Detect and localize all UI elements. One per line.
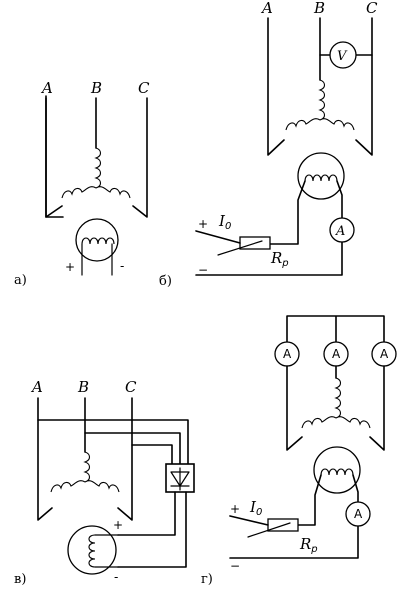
caption-b: б) xyxy=(159,274,172,289)
rotor-winding xyxy=(304,174,338,182)
stator-outline xyxy=(286,365,385,451)
ammeter xyxy=(345,501,371,527)
current-label: I0 xyxy=(249,498,262,518)
supply-bus xyxy=(286,315,385,343)
phase-label-b: B xyxy=(313,0,325,17)
phase-label-a: A xyxy=(30,378,43,396)
stator-winding xyxy=(285,79,355,131)
sign-minus-g: − xyxy=(230,559,240,573)
sign-minus-b: − xyxy=(198,263,208,277)
dc-output xyxy=(117,491,187,568)
sign-minus-a: - xyxy=(120,259,124,273)
phase-label-a: A xyxy=(260,0,273,17)
voltmeter xyxy=(329,41,357,69)
phase-label-c: C xyxy=(138,79,150,97)
rotor xyxy=(313,446,361,494)
phase-label-b: B xyxy=(77,378,89,396)
stator-wiring xyxy=(45,95,64,218)
phase-label-c: C xyxy=(366,0,378,17)
rotor-winding xyxy=(88,534,96,568)
rotor-circuit xyxy=(195,180,343,276)
stator-outline xyxy=(267,17,373,156)
ammeter-symbol: A xyxy=(354,507,363,521)
phase-label-b: B xyxy=(90,79,102,97)
sign-plus-v: + xyxy=(113,518,123,532)
rheostat-slider xyxy=(217,240,263,256)
rotor xyxy=(67,525,117,575)
sign-plus-b: + xyxy=(198,217,208,231)
panel-v: A B C + - в) xyxy=(14,378,195,587)
phase-label-c: C xyxy=(125,378,137,396)
phase-taps xyxy=(37,419,189,465)
panel-g: A A A A + − I0 Rр г) xyxy=(201,315,397,587)
sign-plus-a: + xyxy=(65,260,75,274)
panel-a: A B C + - а) xyxy=(14,79,150,288)
rotor-leads xyxy=(81,243,113,276)
supply-plus xyxy=(229,515,269,526)
resistor-label: Rр xyxy=(299,535,318,555)
caption-v: в) xyxy=(14,572,26,587)
stator-outline xyxy=(37,397,133,521)
rotor-leads xyxy=(94,534,119,568)
caption-a: а) xyxy=(14,273,27,288)
stator-outline xyxy=(45,97,148,218)
rotor-circuit xyxy=(229,474,359,559)
rheostat-slider xyxy=(247,522,291,538)
ammeter-symbol: A xyxy=(283,347,292,361)
rectifier-symbol xyxy=(170,467,190,491)
resistor-label: Rр xyxy=(270,249,289,269)
rotor-winding xyxy=(320,468,354,476)
caption-g: г) xyxy=(201,572,213,587)
rotor-winding xyxy=(81,237,115,245)
ammeter-symbol: A xyxy=(335,224,345,239)
sign-minus-v: - xyxy=(114,570,118,584)
phase-label-a: A xyxy=(40,79,53,97)
panel-b: A B C V A + − I0 Rр б) xyxy=(159,0,378,289)
ammeter-symbol: A xyxy=(380,347,389,361)
sign-plus-g: + xyxy=(230,502,240,516)
ammeter-symbol: A xyxy=(332,347,341,361)
voltmeter-symbol: V xyxy=(337,49,348,64)
stator-winding xyxy=(301,377,371,429)
stator-winding xyxy=(61,147,131,199)
rotor xyxy=(297,152,345,200)
stator-winding xyxy=(50,451,120,493)
ammeter xyxy=(329,217,355,243)
current-label: I0 xyxy=(218,212,231,232)
supply-plus xyxy=(195,230,241,244)
